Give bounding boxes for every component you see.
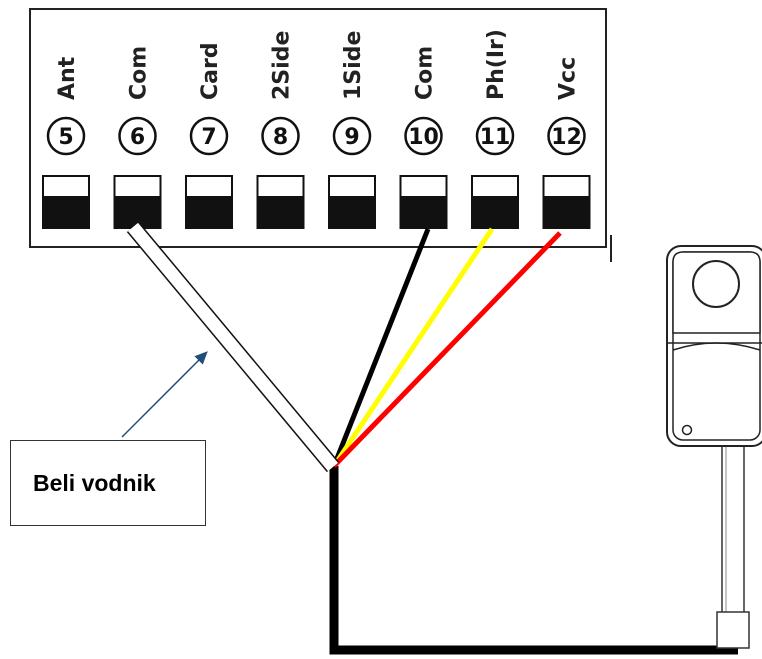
terminal-number: 6 [130,125,145,150]
terminal-8: 2Side 8 [256,31,305,229]
callout-box: Beli vodnik [10,440,206,526]
terminal-label: 2Side [270,31,295,100]
wire-yellow [331,227,495,468]
terminal-number: 11 [480,125,511,150]
terminal-number-circle [475,116,515,156]
terminal-12: Vcc 12 [542,57,591,229]
terminal-label: Ph(Ir) [484,29,509,100]
screw-terminal-fill [472,196,518,228]
terminal-label: Card [198,42,223,100]
screw-terminal-fill [257,196,304,228]
terminal-6: Com 6 [113,46,162,229]
terminal-10: Com 10 [399,46,448,229]
terminal-number-circle [189,116,229,156]
terminal-label: Ant [55,56,80,100]
screw-terminal-fill [43,196,89,228]
terminal-11: Ph(Ir) 11 [471,29,519,229]
terminal-number-circle [404,116,443,156]
terminal-label: 1Side [341,31,366,100]
terminal-number: 12 [551,125,582,150]
terminal-number: 9 [344,125,359,150]
terminal-number-circle [118,116,157,156]
terminal-number-circle [261,116,300,156]
callout-label: Beli vodnik [33,469,156,496]
screw-terminal-fill [543,196,590,228]
terminal-number-circle [46,116,86,156]
wire-black [331,228,431,467]
terminal-number: 10 [408,125,439,150]
terminal-list: Ant 5 Com 6 Card 7 2Side 8 1Side 9 Com 10 Ph(Ir) 11 Vc… [42,29,591,229]
terminal-label: Vcc [556,57,581,100]
wire-white [126,221,340,473]
terminal-number: 8 [273,125,288,150]
terminal-label: Com [413,46,438,100]
screw-terminal-fill [186,196,232,228]
terminal-7: Card 7 [185,42,233,229]
terminal-number: 7 [201,125,216,150]
terminal-number-circle [332,116,372,156]
main-cable [329,466,738,655]
screw-terminal-fill [400,196,447,228]
wire-red [332,231,562,468]
callout-arrow [121,351,208,438]
screw-terminal-fill [114,196,161,228]
terminal-number-circle [547,116,586,156]
screw-terminal-fill [329,196,375,228]
photocell-sensor-icon [666,245,762,649]
terminal-number: 5 [58,125,73,150]
terminal-5: Ant 5 [42,56,90,229]
terminal-label: Com [127,46,152,100]
terminal-9: 1Side 9 [328,31,376,229]
